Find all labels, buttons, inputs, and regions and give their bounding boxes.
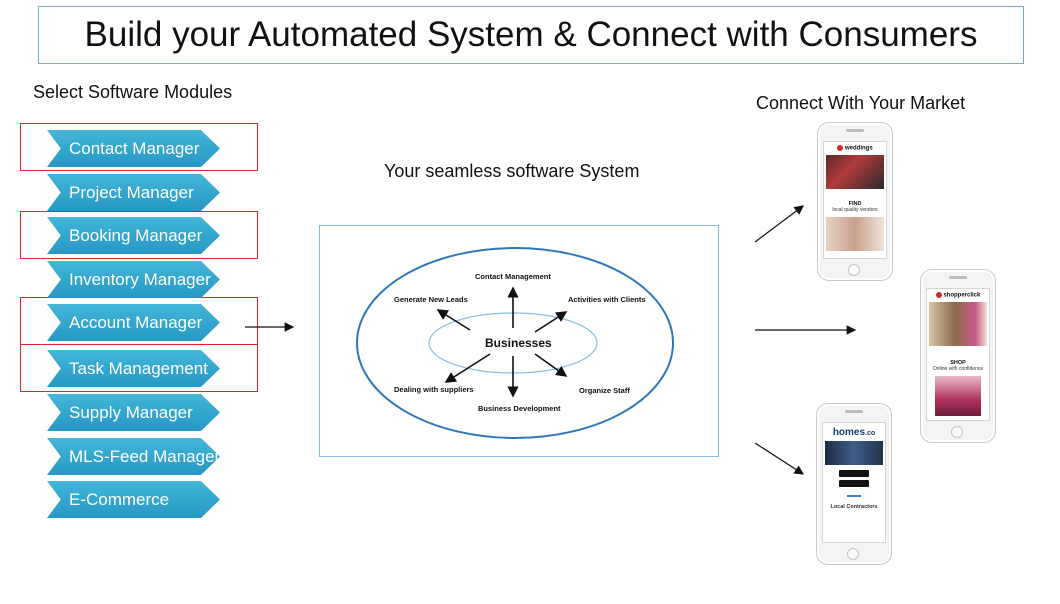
- homes-logo: homes.co: [832, 427, 876, 438]
- wave-divider-icon: [847, 495, 861, 501]
- phone-speaker: [949, 276, 967, 279]
- phone-home-button: [847, 548, 859, 560]
- spoke-staff: [534, 353, 568, 377]
- shopper-hero-image: [929, 301, 987, 346]
- weddings-photo: [826, 216, 884, 251]
- arrow-to-phone-bottom: [754, 442, 805, 475]
- highlight-box-contact: [20, 123, 258, 171]
- module-project-manager[interactable]: Project Manager: [47, 174, 220, 211]
- title-box: Build your Automated System & Connect wi…: [38, 6, 1024, 64]
- phone-speaker: [845, 410, 863, 413]
- module-account-manager[interactable]: Account Manager: [47, 304, 220, 341]
- module-e-commerce[interactable]: E-Commerce: [47, 481, 220, 518]
- shopper-product-image: [935, 375, 981, 416]
- weddings-find-sub: local quality vendors: [832, 206, 878, 213]
- weddings-find-heading: FIND: [848, 200, 862, 207]
- homes-hero-image: [825, 441, 883, 465]
- system-heading: Your seamless software System: [384, 161, 640, 181]
- phone-home-button: [848, 264, 860, 276]
- node-activities-with-clients: Activities with Clients: [568, 295, 646, 304]
- highlight-box-task: [20, 344, 258, 392]
- node-generate-new-leads: Generate New Leads: [394, 295, 468, 304]
- spoke-suppliers: [444, 353, 491, 383]
- arrow-to-phone-top: [754, 205, 804, 243]
- weddings-hero-image: [826, 154, 884, 189]
- phone-home-button: [951, 426, 963, 438]
- node-businesses: Businesses: [485, 336, 552, 350]
- node-dealing-with-suppliers: Dealing with suppliers: [394, 385, 474, 394]
- node-business-development: Business Development: [478, 404, 561, 413]
- node-organize-staff: Organize Staff: [579, 386, 630, 395]
- phone-screen: weddings FIND local quality vendors: [823, 141, 887, 259]
- page-title: Build your Automated System & Connect wi…: [84, 15, 978, 54]
- system-diagram-box: Contact Management Activities with Clien…: [319, 225, 719, 457]
- modules-heading: Select Software Modules: [33, 82, 233, 102]
- module-booking-manager[interactable]: Booking Manager: [47, 217, 220, 254]
- shopper-shop-heading: SHOP: [950, 359, 966, 366]
- market-heading: Connect With Your Market: [756, 93, 966, 113]
- shopper-logo: shopperclick: [927, 292, 989, 299]
- spoke-leads: [436, 309, 471, 331]
- weddings-logo: weddings: [824, 145, 886, 152]
- node-contact-management: Contact Management: [475, 272, 551, 281]
- shopper-shop-sub: Online with confidence: [932, 365, 984, 372]
- phone-weddings: weddings FIND local quality vendors: [817, 122, 893, 281]
- phone-speaker: [846, 129, 864, 132]
- homes-footer-text: Local Contractors: [830, 504, 878, 510]
- app-store-badge[interactable]: [839, 470, 869, 477]
- module-inventory-manager[interactable]: Inventory Manager: [47, 261, 220, 298]
- phone-screen: shopperclick SHOP Online with confidence: [926, 288, 990, 421]
- module-mls-feed-manager[interactable]: MLS-Feed Manager: [47, 438, 220, 475]
- outer-ellipse: [356, 247, 674, 439]
- phone-homes: homes.co Local Contractors: [816, 403, 892, 565]
- module-supply-manager[interactable]: Supply Manager: [47, 394, 220, 431]
- highlight-box-booking: [20, 211, 258, 259]
- module-contact-manager[interactable]: Contact Manager: [47, 130, 220, 167]
- diagram-shapes: [356, 247, 674, 439]
- phone-screen: homes.co Local Contractors: [822, 422, 886, 543]
- spoke-clients: [534, 311, 568, 333]
- google-play-badge[interactable]: [839, 480, 869, 487]
- phone-shopper: shopperclick SHOP Online with confidence: [920, 269, 996, 443]
- module-task-management[interactable]: Task Management: [47, 350, 220, 387]
